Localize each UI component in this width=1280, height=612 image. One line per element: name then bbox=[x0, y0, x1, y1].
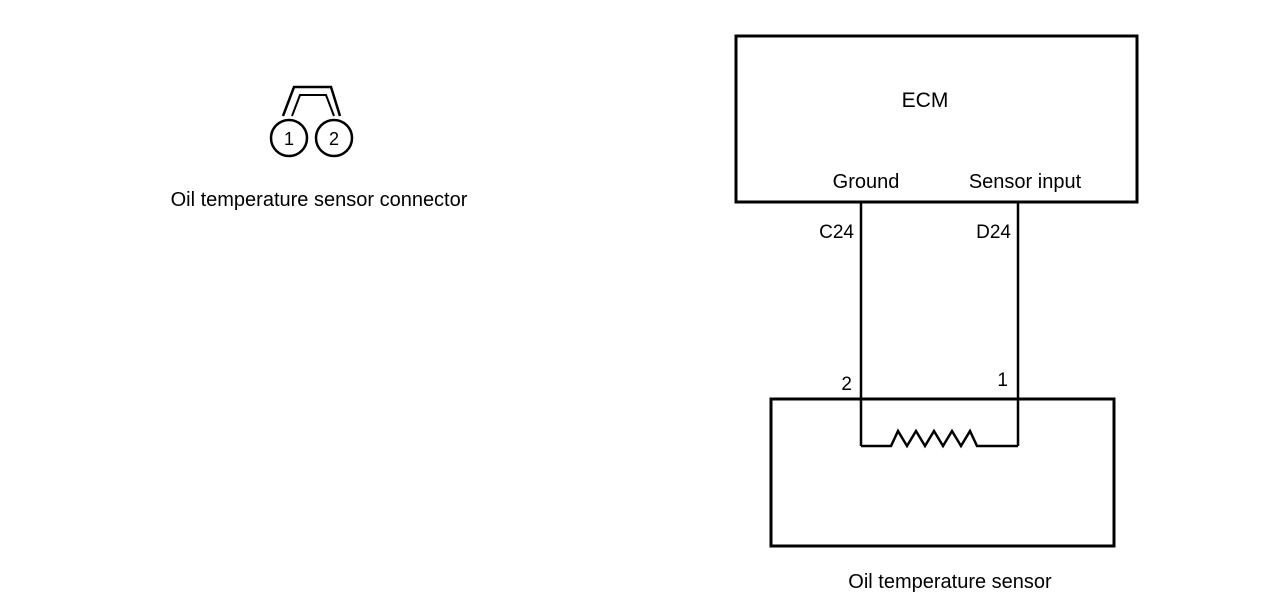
connector-housing-inner bbox=[291, 94, 335, 117]
connector-pin-2-circle bbox=[314, 118, 354, 158]
signal-sensor-pin-label: 1 bbox=[997, 370, 1008, 391]
ecm-ground-label: Ground bbox=[833, 171, 900, 193]
signal-ecm-pin-label: D24 bbox=[976, 222, 1011, 243]
connector-illustration: 1 2 bbox=[269, 85, 354, 158]
sensor-box bbox=[769, 397, 1116, 548]
connector-housing-outer bbox=[281, 85, 342, 117]
ecm-box bbox=[734, 34, 1139, 204]
connector-pin-1-circle bbox=[269, 118, 309, 158]
connector-caption: Oil temperature sensor connector bbox=[171, 189, 468, 211]
ecm-label: ECM bbox=[902, 89, 949, 112]
connector-pin-1-label: 1 bbox=[284, 129, 294, 149]
ground-ecm-pin-label: C24 bbox=[819, 222, 854, 243]
ground-sensor-pin-label: 2 bbox=[841, 374, 852, 395]
ecm-sensor-input-label: Sensor input bbox=[969, 171, 1082, 193]
thermistor-resistor bbox=[861, 428, 1018, 449]
sensor-caption: Oil temperature sensor bbox=[848, 571, 1052, 593]
connector-pin-2-label: 2 bbox=[329, 129, 339, 149]
